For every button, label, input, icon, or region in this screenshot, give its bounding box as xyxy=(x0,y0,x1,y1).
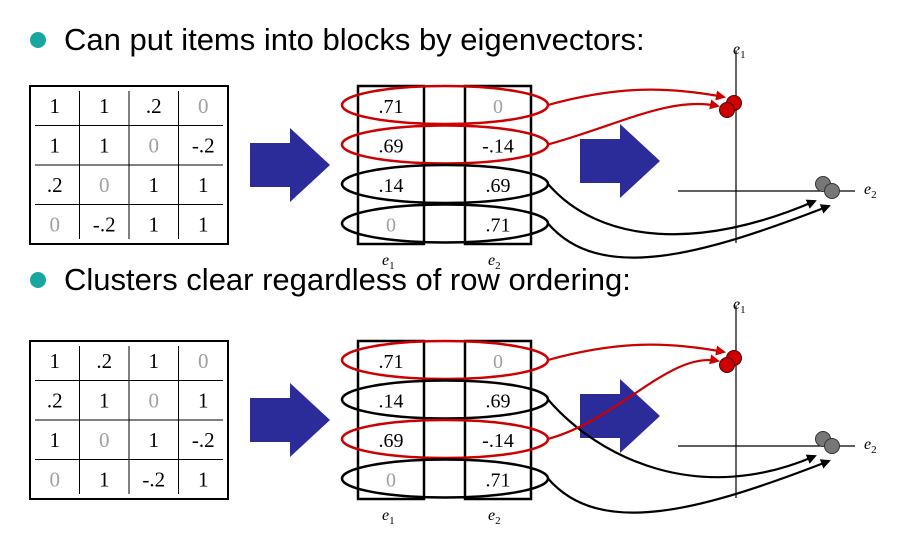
e1-axis-label: e1 xyxy=(733,296,746,316)
e2-value: .71 xyxy=(486,470,511,492)
e1-value: 0 xyxy=(386,470,396,492)
black-row-ellipse xyxy=(340,203,550,244)
black-connector-arrow xyxy=(547,183,817,236)
bullet-dot-icon xyxy=(30,272,46,288)
red-row-ellipse xyxy=(340,339,550,381)
red-connector-arrow xyxy=(547,343,726,362)
matrix-cell: 0 xyxy=(149,134,160,158)
matrix-cell: -.2 xyxy=(142,468,165,492)
block-arrow-icon xyxy=(580,379,660,453)
matrix-cell: 1 xyxy=(99,94,110,118)
matrix-cell: 1 xyxy=(99,389,110,413)
red-connector-arrow xyxy=(547,88,726,107)
matrix-cell: 1 xyxy=(50,134,61,158)
block-arrow-icon xyxy=(580,124,660,198)
matrix-cell: .2 xyxy=(146,94,162,118)
block-arrow-icon xyxy=(250,128,330,202)
black-connector-arrow xyxy=(547,459,831,514)
e2-column-label: e2 xyxy=(488,507,501,527)
red-row-ellipse xyxy=(340,124,550,165)
matrix-cell: -.2 xyxy=(93,213,116,237)
matrix-cell: 1 xyxy=(198,213,209,237)
grey-point xyxy=(824,183,840,199)
e1-value: .69 xyxy=(379,136,404,158)
bullet-2: Clusters clear regardless of row orderin… xyxy=(30,262,631,298)
e1-column-label: e1 xyxy=(382,252,395,272)
matrix-border xyxy=(29,85,229,245)
matrix-cell: 1 xyxy=(149,428,160,452)
matrix-cell: 1 xyxy=(198,468,209,492)
panel-top: 1 1 .2 0 1 1 0 -.2 .2 0 1 1 0 -.2 1 1 .71 .69 .14 0 0 -.14 .69… xyxy=(29,41,877,272)
matrix-cell: 1 xyxy=(149,213,160,237)
matrix-border xyxy=(29,340,229,500)
matrix-cell: 0 xyxy=(50,213,61,237)
e1-column-label: e1 xyxy=(382,507,395,527)
bullet-1-text: Can put items into blocks by eigenvector… xyxy=(64,22,645,57)
block-arrow-icon xyxy=(250,383,330,457)
matrix-cell: 1 xyxy=(99,468,110,492)
matrix-cell: 1 xyxy=(198,173,209,197)
matrix-cell: 1 xyxy=(149,173,160,197)
matrix-cell: 1 xyxy=(50,349,61,373)
matrix-cell: 0 xyxy=(198,94,209,118)
e1-value: .69 xyxy=(379,430,404,452)
matrix-cell: 1 xyxy=(198,389,209,413)
e2-value: 0 xyxy=(493,351,503,373)
e2-value: 0 xyxy=(493,96,503,118)
panel-bottom: 1 .2 1 0 .2 1 0 1 1 0 1 -.2 0 1 -.2 1 .71 .14 .69 0 0 .69 -.14… xyxy=(29,296,877,527)
red-point xyxy=(719,357,735,373)
black-row-ellipse xyxy=(340,163,550,205)
matrix-cell: 0 xyxy=(99,428,110,452)
black-connector-arrow xyxy=(547,204,831,259)
matrix-cell: 0 xyxy=(198,349,209,373)
matrix-cell: 1 xyxy=(50,94,61,118)
e2-value: -.14 xyxy=(482,430,514,452)
e1-value: .14 xyxy=(379,175,404,197)
e2-column-label: e2 xyxy=(488,252,501,272)
black-row-ellipse xyxy=(340,379,550,420)
e2-value: .69 xyxy=(486,391,511,413)
matrix-cell: .2 xyxy=(96,349,112,373)
red-connector-arrow xyxy=(547,354,720,441)
e1-value: .71 xyxy=(379,351,404,373)
e2-value: .71 xyxy=(486,215,511,237)
bullet-1: Can put items into blocks by eigenvector… xyxy=(30,22,645,58)
e1-value: .71 xyxy=(379,96,404,118)
matrix-cell: .2 xyxy=(47,173,63,197)
matrix-cell: -.2 xyxy=(192,134,215,158)
black-row-ellipse xyxy=(340,458,550,499)
e2-value: -.14 xyxy=(482,136,514,158)
matrix-cell: 1 xyxy=(149,349,160,373)
e1-value: .14 xyxy=(379,391,404,413)
e2-value: .69 xyxy=(486,175,511,197)
matrix-cell: 0 xyxy=(149,389,160,413)
matrix-cell: .2 xyxy=(47,389,63,413)
e1-value: 0 xyxy=(386,215,396,237)
red-row-ellipse xyxy=(340,84,550,126)
grey-point xyxy=(824,438,840,454)
matrix-cell: 1 xyxy=(50,428,61,452)
red-connector-arrow xyxy=(547,99,720,146)
red-point xyxy=(719,102,735,118)
bullet-2-text: Clusters clear regardless of row orderin… xyxy=(64,262,631,297)
e2-axis-label: e2 xyxy=(864,181,877,201)
matrix-cell: 1 xyxy=(99,134,110,158)
matrix-cell: -.2 xyxy=(192,428,215,452)
matrix-cell: 0 xyxy=(99,173,110,197)
bullet-dot-icon xyxy=(30,32,46,48)
matrix-cell: 0 xyxy=(50,468,61,492)
black-connector-arrow xyxy=(547,398,817,479)
red-row-ellipse xyxy=(340,418,550,460)
e1-axis-label: e1 xyxy=(733,41,746,61)
e2-axis-label: e2 xyxy=(864,436,877,456)
